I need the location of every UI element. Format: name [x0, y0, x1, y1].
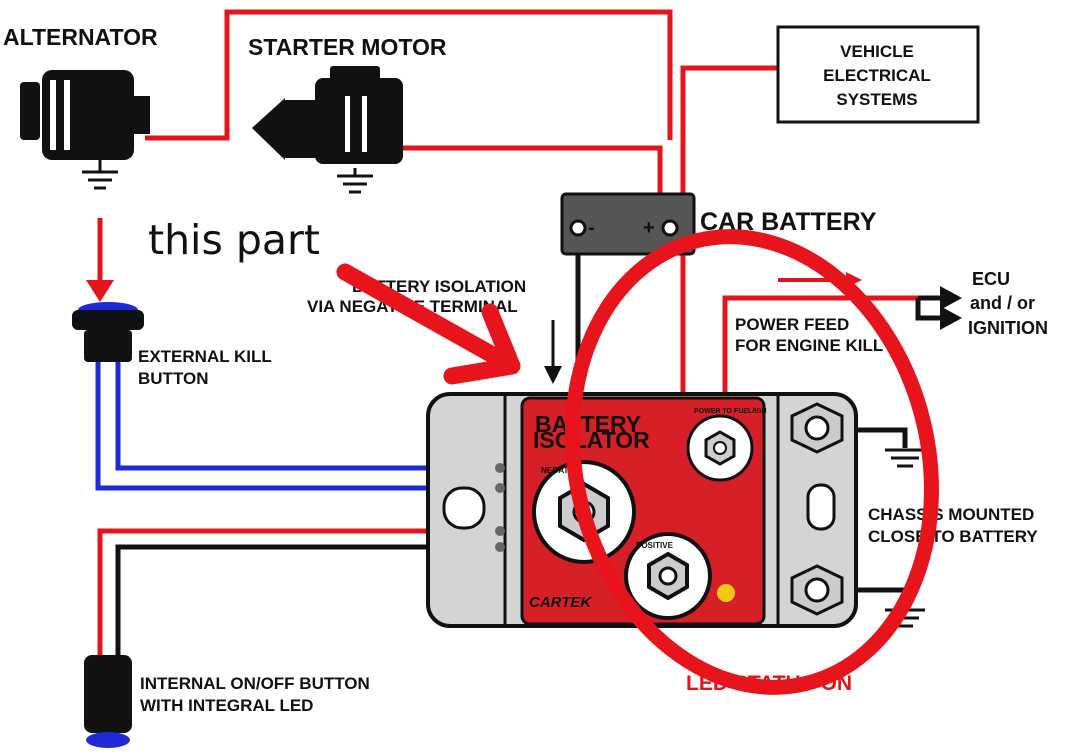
- annotation-layer: this part: [148, 216, 939, 695]
- down-arrow-icon: [86, 280, 114, 302]
- alternator-label: ALTERNATOR: [3, 24, 158, 50]
- ground-icon: [337, 168, 373, 194]
- annotation-arrow-shaft: [336, 263, 514, 371]
- ecu-label-3: IGNITION: [968, 318, 1048, 338]
- internal-button-red-wire: [97, 528, 498, 655]
- isolator-title-2: ISOLATOR: [533, 427, 650, 453]
- kill-button-wire-1: [115, 358, 498, 471]
- negative-terminal-label: NEGATIVE: [541, 466, 582, 475]
- ecu-label-1: ECU: [972, 269, 1010, 289]
- vehicle-systems-box: [776, 25, 980, 124]
- kill-button-wire-2: [95, 358, 498, 491]
- mounting-slot: [442, 486, 486, 530]
- down-arrow-icon: [544, 366, 562, 384]
- power-feed-terminal: [686, 414, 754, 482]
- internal-button-icon: [84, 655, 132, 748]
- ecu-label-2: and / or: [970, 293, 1035, 313]
- alternator-to-battery-wire: [145, 9, 673, 141]
- chassis-label-1: CHASSIS MOUNTED: [868, 505, 1034, 524]
- ground-icon: [82, 160, 118, 190]
- battery-positive-post: [661, 219, 679, 237]
- positive-terminal-label: POSITIVE: [636, 541, 674, 550]
- battery-minus-label: -: [588, 217, 595, 239]
- chassis-bolt: [790, 564, 844, 616]
- isolator-title-1: BATTERY: [535, 411, 641, 437]
- chassis-bolt: [790, 402, 844, 454]
- alternator-icon: [20, 70, 150, 160]
- ground-wire-top: [848, 427, 908, 448]
- status-led-icon: [717, 584, 735, 602]
- starter-motor-label: STARTER MOTOR: [248, 34, 447, 60]
- annotation-circle: [565, 229, 939, 695]
- power-terminal-label: POWER TO FUEL/IGN: [694, 408, 767, 415]
- chassis-label-2: CLOSE TO BATTERY: [868, 527, 1038, 546]
- internal-button-label-2: WITH INTEGRAL LED: [140, 696, 313, 715]
- ecu-connector-icon: [915, 286, 962, 330]
- car-battery-icon: [560, 192, 696, 256]
- isolator-brand: CARTEK: [529, 594, 592, 611]
- battery-isolator: BATTERY ISOLATOR CARTEK NEGATIVE POSITIV…: [426, 392, 858, 628]
- internal-button-label-1: INTERNAL ON/OFF BUTTON: [140, 674, 370, 693]
- starter-motor-icon: [252, 66, 403, 164]
- battery-negative-post: [569, 219, 587, 237]
- vehicle-systems-label-3: SYSTEMS: [836, 90, 917, 109]
- external-kill-button-icon: [72, 302, 144, 362]
- power-feed-label-2: FOR ENGINE KILL: [735, 336, 883, 355]
- blue-wires: [95, 358, 498, 491]
- vehicle-systems-label-1: VEHICLE: [840, 42, 914, 61]
- annotation-arrowhead: [443, 303, 521, 385]
- external-kill-label-1: EXTERNAL KILL: [138, 347, 272, 366]
- positive-terminal: [624, 532, 712, 620]
- mounting-slot: [806, 483, 836, 531]
- vehicle-systems-label-2: ELECTRICAL: [823, 66, 931, 85]
- internal-button-black-wire: [115, 544, 498, 655]
- annotation-text: this part: [148, 216, 320, 264]
- external-kill-label-2: BUTTON: [138, 369, 209, 388]
- red-wires: [97, 9, 918, 655]
- systems-to-positive-wire: [680, 65, 778, 530]
- battery-plus-label: +: [643, 217, 655, 239]
- ground-icon: [885, 448, 925, 468]
- power-feed-label-1: POWER FEED: [735, 315, 849, 334]
